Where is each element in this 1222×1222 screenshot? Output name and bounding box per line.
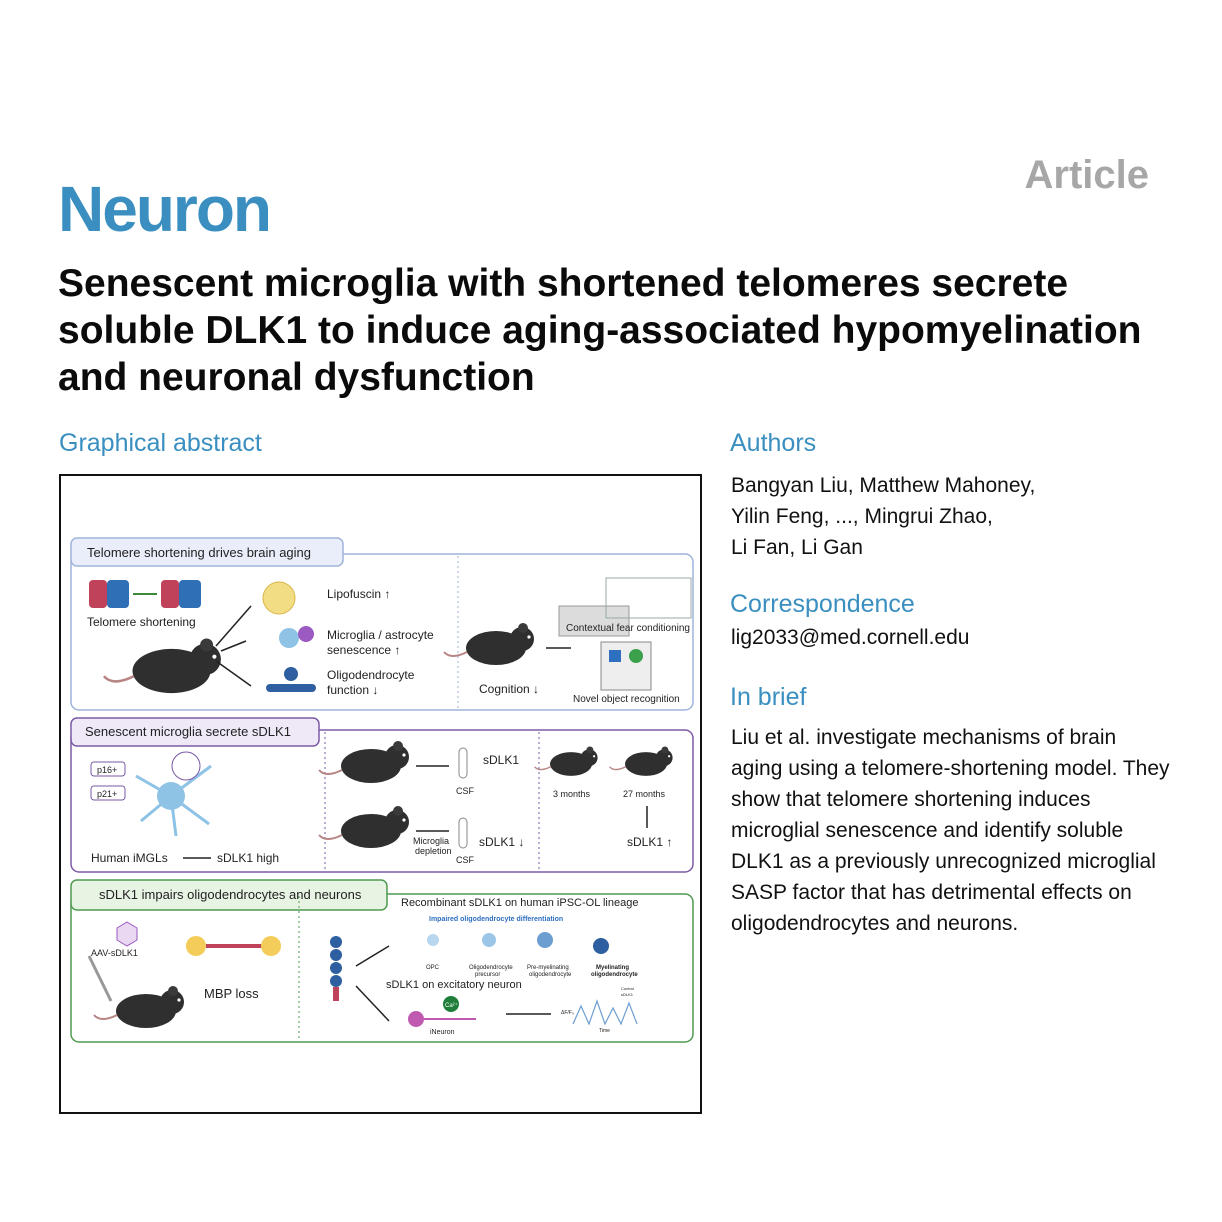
graphical-abstract-heading: Graphical abstract [59, 429, 262, 457]
article-title: Senescent microglia with shortened telom… [58, 262, 1142, 399]
premyelinating-label-2: oligodendrocyte [529, 972, 572, 978]
senescence-label-2: senescence ↑ [327, 643, 400, 657]
panel-sdlk1-impairs: sDLK1 impairs oligodendrocytes and neuro… [70, 879, 694, 1043]
sdlk1-down-label: sDLK1 ↓ [479, 835, 524, 849]
graphical-abstract-figure: Telomere shortening drives brain aging T… [59, 474, 702, 1114]
trace-y-label: ΔF/F₀ [561, 1010, 574, 1016]
fear-conditioning-label: Contextual fear conditioning [566, 623, 690, 634]
impaired-label: Impaired oligodendrocyte differentiation [429, 916, 563, 923]
p16-label: p16+ [97, 765, 117, 775]
precursor-label-1: Oligodendrocyte [469, 965, 513, 971]
panel-senescent-microglia: Senescent microglia secrete sDLK1 p16+ p… [70, 717, 694, 873]
microglia-depletion-label-1: Microglia [413, 836, 449, 846]
ineuron-label: iNeuron [430, 1029, 455, 1036]
in-brief-heading: In brief [730, 683, 807, 711]
correspondence-email[interactable]: lig2033@med.cornell.edu [731, 626, 970, 649]
aav-label: AAV-sDLK1 [91, 948, 138, 958]
telomere-shortening-label: Telomere shortening [87, 615, 196, 629]
article-type-label: Article [1024, 153, 1150, 197]
excitatory-neuron-label: sDLK1 on excitatory neuron [386, 979, 522, 991]
cognition-label: Cognition ↓ [479, 682, 539, 696]
in-brief-text: Liu et al. investigate mechanisms of bra… [731, 726, 1170, 935]
myelinating-label-1: Myelinating [596, 965, 629, 971]
oligodendrocyte-label-1: Oligodendrocyte [327, 668, 415, 682]
p21-label: p21+ [97, 789, 117, 799]
trace-x-label: Time [599, 1028, 610, 1034]
panel2-label: Senescent microglia secrete sDLK1 [85, 724, 291, 739]
three-months-label: 3 months [553, 789, 591, 799]
correspondence-heading: Correspondence [730, 590, 915, 618]
panel3-label: sDLK1 impairs oligodendrocytes and neuro… [99, 887, 362, 902]
authors-heading: Authors [730, 429, 817, 457]
opc-label: OPC [426, 965, 440, 971]
sdlk1-label: sDLK1 [483, 753, 519, 767]
recombinant-label: Recombinant sDLK1 on human iPSC-OL linea… [401, 897, 638, 909]
graphical-abstract-svg: Telomere shortening drives brain aging T… [70, 537, 694, 1043]
microglia-depletion-label-2: depletion [415, 846, 452, 856]
csf-label-1: CSF [456, 786, 475, 796]
csf-label-2: CSF [456, 855, 475, 865]
authors-line: Bangyan Liu, Matthew Mahoney, [731, 474, 1036, 497]
panel-telomere-shortening: Telomere shortening drives brain aging T… [70, 537, 694, 711]
novel-object-label: Novel object recognition [573, 694, 680, 705]
sdlk1-high-label: sDLK1 high [217, 851, 279, 865]
oligodendrocyte-label-2: function ↓ [327, 683, 378, 697]
premyelinating-label-1: Pre-myelinating [527, 965, 569, 971]
lipofuscin-label: Lipofuscin ↑ [327, 587, 390, 601]
senescence-label-1: Microglia / astrocyte [327, 628, 434, 642]
authors-line: Yilin Feng, ..., Mingrui Zhao, [731, 505, 993, 528]
authors-list: Bangyan Liu, Matthew Mahoney, Yilin Feng… [731, 470, 1151, 563]
myelinating-label-2: oligodendrocyte [591, 972, 638, 978]
imgl-label: Human iMGLs [91, 851, 168, 865]
trace-legend-control: Control [621, 986, 634, 991]
calcium-label: Ca²⁺ [445, 1002, 458, 1009]
journal-name: Neuron [58, 173, 272, 245]
authors-line: Li Fan, Li Gan [731, 536, 863, 559]
mbp-loss-label: MBP loss [204, 986, 259, 1001]
sdlk1-up-label: sDLK1 ↑ [627, 835, 672, 849]
precursor-label-2: precursor [475, 972, 500, 978]
trace-legend-sdlk1: sDLK1 [621, 992, 634, 997]
panel1-label: Telomere shortening drives brain aging [87, 545, 311, 560]
twentyseven-months-label: 27 months [623, 789, 666, 799]
